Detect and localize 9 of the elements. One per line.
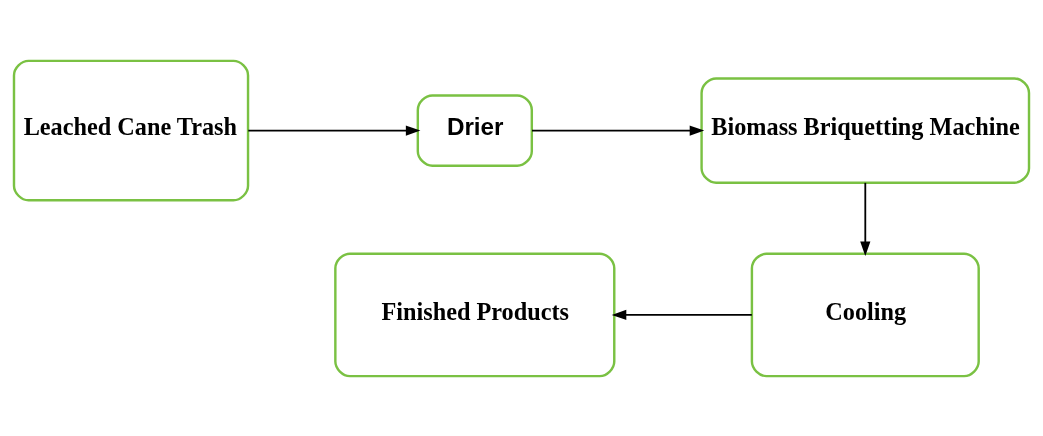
node-box: Drier [416,93,534,167]
arrow [611,309,753,320]
node-box: Finished Products [334,251,616,377]
arrow [247,124,421,136]
arrow [531,124,705,136]
node-box: Cooling [750,251,980,377]
arrow [860,181,871,256]
node-box: Biomass Briquetting Machine [700,76,1031,184]
node-box: Leached Cane Trash [12,59,250,202]
